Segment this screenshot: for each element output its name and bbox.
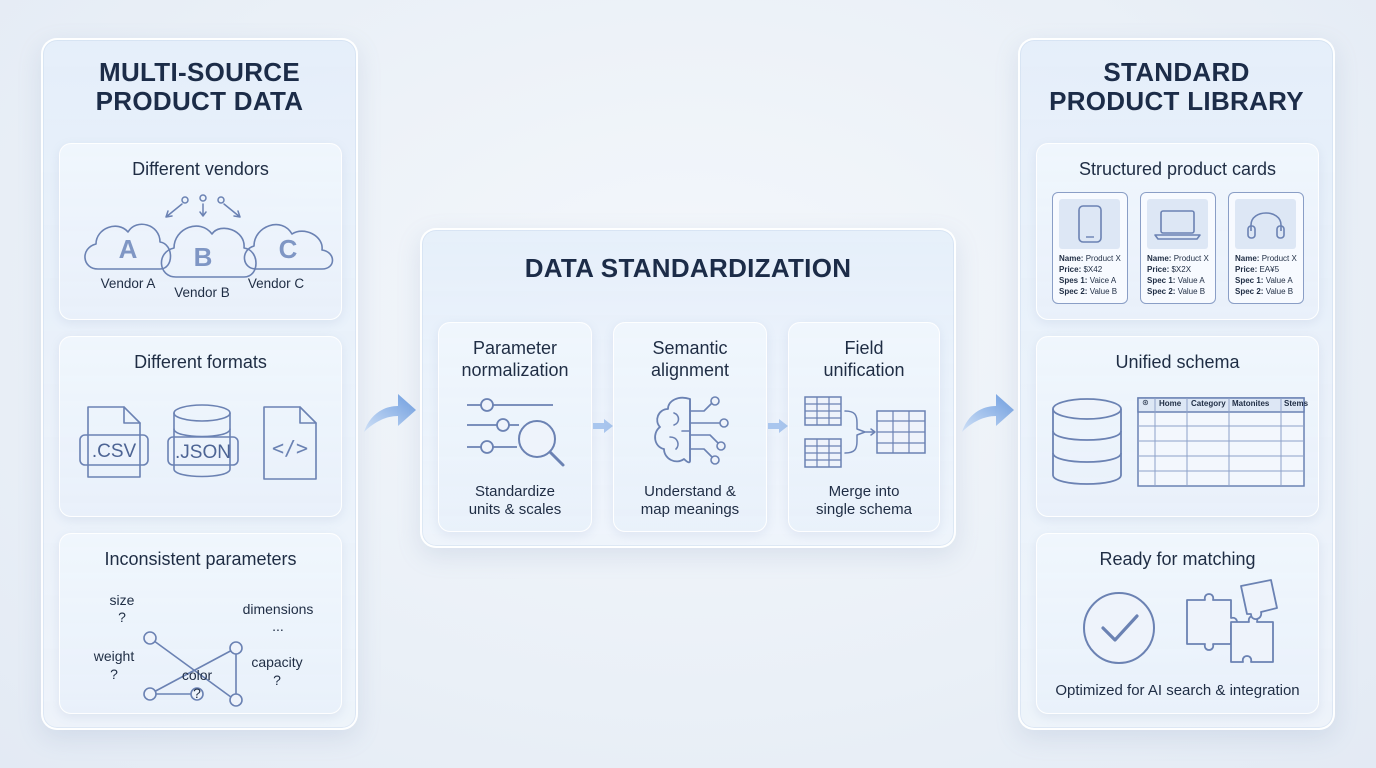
ready-matching-caption: Optimized for AI search & integration [1055, 682, 1300, 699]
param-size: size [109, 592, 135, 608]
vendor-c-label: Vendor C [247, 276, 305, 291]
param-color-q: ? [193, 685, 201, 701]
brain-network-icon [654, 396, 729, 465]
library-panel-title: STANDARD PRODUCT LIBRARY [1049, 57, 1304, 116]
standardization-title: DATA STANDARDIZATION [524, 253, 852, 283]
step-arrow-icon [593, 419, 613, 433]
step-arrow-icon [768, 419, 788, 433]
flow-arrow-icon [962, 394, 1014, 432]
unified-schema-card: Unified schema ⊛ Home Category Matonites… [1036, 336, 1319, 517]
schema-header-category: Category [1191, 399, 1226, 408]
params-card-title: Inconsistent parameters [104, 549, 297, 569]
vendor-c-letter: C [279, 234, 298, 264]
unified-schema-title: Unified schema [1115, 352, 1240, 372]
param-capacity-q: ? [273, 672, 281, 688]
sliders-magnifier-icon [467, 398, 565, 467]
merge-tables-icon [804, 396, 926, 468]
param-dimensions: dimensions [242, 601, 314, 617]
step2-title: Semantic alignment [650, 338, 730, 380]
formats-card-title: Different formats [134, 352, 267, 372]
structured-cards-title: Structured product cards [1078, 159, 1277, 179]
vendor-a-letter: A [119, 234, 138, 264]
database-icon [1052, 398, 1122, 485]
param-dimensions-dots: ... [272, 618, 284, 634]
headphones-icon [1247, 212, 1285, 239]
product-library-panel: STANDARD PRODUCT LIBRARY Structured prod… [1018, 38, 1335, 730]
checkmark-icon [1083, 592, 1155, 664]
vendor-b-label: Vendor B [174, 285, 230, 300]
csv-file-icon: .CSV [79, 406, 149, 478]
step3-caption: Merge into single schema [816, 483, 912, 518]
laptop-icon [1154, 210, 1201, 240]
standardization-panel: DATA STANDARDIZATION Parameter normaliza… [420, 228, 956, 548]
param-links-diagram [143, 631, 243, 707]
step-field-unification: Field unification Merge into single sche… [788, 322, 940, 532]
step1-title: Parameter normalization [461, 338, 569, 380]
schema-header-matonites: Matonites [1232, 399, 1270, 408]
source-panel-title: MULTI-SOURCE PRODUCT DATA [95, 57, 304, 116]
param-weight-q: ? [110, 666, 118, 682]
schema-header-icon: ⊛ [1142, 398, 1149, 407]
json-database-icon: .JSON [167, 404, 239, 478]
schema-table-grid [1137, 397, 1305, 487]
csv-label: .CSV [92, 441, 137, 462]
schema-header-home: Home [1159, 399, 1182, 408]
structured-cards-card: Structured product cards Name: Product X… [1036, 143, 1319, 320]
phone-icon [1078, 205, 1102, 243]
param-weight: weight [93, 648, 135, 664]
params-card: Inconsistent parameters size ? dimension… [59, 533, 342, 714]
code-file-icon: </> [263, 406, 317, 480]
flow-arrow-icon [364, 394, 416, 432]
step2-caption: Understand & map meanings [640, 483, 740, 518]
vendor-clouds-icon: A B C [84, 194, 334, 278]
formats-card: Different formats .CSV .JSON </> [59, 336, 342, 517]
vendors-card: Different vendors A B C Vendor A Vendor … [59, 143, 342, 320]
step3-title: Field unification [823, 338, 905, 380]
step-semantic-alignment: Semantic alignment Understand & map mean… [613, 322, 767, 532]
schema-header-stems: Stems [1284, 399, 1309, 408]
param-size-q: ? [118, 609, 126, 625]
product-card: Name: Product X Price: EA¥5 Spec 1: Valu… [1228, 192, 1304, 304]
step-parameter-normalization: Parameter normalization Standardize unit… [438, 322, 592, 532]
param-color: color [181, 667, 213, 683]
ready-matching-card: Ready for matching Optimized for AI sear… [1036, 533, 1319, 714]
ready-matching-title: Ready for matching [1099, 549, 1256, 569]
puzzle-icon [1186, 579, 1278, 663]
product-card: Name: Product X Price: $X42 Spes 1: Vaic… [1052, 192, 1128, 304]
json-label: .JSON [175, 442, 231, 463]
source-data-panel: MULTI-SOURCE PRODUCT DATA Different vend… [41, 38, 358, 730]
step1-caption: Standardize units & scales [468, 483, 562, 518]
product-card: Name: Product X Price: $X2X Spec 1: Valu… [1140, 192, 1216, 304]
vendors-card-title: Different vendors [132, 159, 269, 179]
code-symbol: </> [272, 436, 308, 460]
param-capacity: capacity [251, 654, 303, 670]
vendor-a-label: Vendor A [100, 276, 156, 291]
vendor-b-letter: B [194, 242, 213, 272]
